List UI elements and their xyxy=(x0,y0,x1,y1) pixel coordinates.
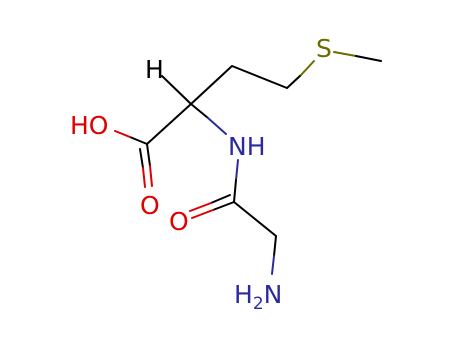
bond-camide-o-1 xyxy=(212,201,235,211)
bond-n-camide xyxy=(233,179,237,203)
bond-ccarboxyl-o-1-colored xyxy=(149,165,153,187)
bond-camide-o-2-colored xyxy=(189,202,212,212)
atom-nh-amide: NH xyxy=(228,132,266,161)
bond-calpha-cbeta xyxy=(190,65,233,105)
bond-ccarboxyl-o-1 xyxy=(146,143,151,167)
bond-n-camide-colored xyxy=(235,159,239,181)
bond-calpha-ccarboxyl xyxy=(146,103,192,145)
atom-oxygen-amide: O xyxy=(169,207,189,236)
bond-calpha-n xyxy=(190,103,209,119)
bond-ccarboxyl-oh-colored xyxy=(114,130,131,138)
bond-s-methyl-colored xyxy=(333,51,357,57)
atom-oxygen-acid: O xyxy=(140,191,160,220)
atom-hydroxyl: HO xyxy=(70,111,108,140)
bond-camide-cglycine xyxy=(233,201,277,237)
bond-camide-o-2 xyxy=(210,194,231,204)
bond-calpha-n-colored xyxy=(207,117,227,135)
bond-cglycine-n xyxy=(273,235,277,257)
amine-subscript: 2 xyxy=(253,294,264,314)
bond-cgamma-s-colored xyxy=(300,60,315,76)
bond-ccarboxyl-o-2-colored xyxy=(142,167,146,188)
atom-sulfur: S xyxy=(316,34,332,63)
bond-camide-o-1-colored xyxy=(191,209,214,219)
bond-cglycine-n-colored xyxy=(271,255,275,275)
amine-h: H xyxy=(234,280,253,309)
bond-ccarboxyl-o-2 xyxy=(139,148,144,169)
bond-calpha-h xyxy=(161,75,192,105)
atom-h: H xyxy=(145,55,164,84)
bond-ccarboxyl-oh xyxy=(129,136,148,145)
atom-amine: H2N xyxy=(234,280,282,314)
bond-s-methyl xyxy=(355,55,382,62)
amine-n: N xyxy=(264,280,283,309)
bond-cgamma-s xyxy=(286,74,302,89)
bond-cbeta-cgamma xyxy=(231,65,288,89)
